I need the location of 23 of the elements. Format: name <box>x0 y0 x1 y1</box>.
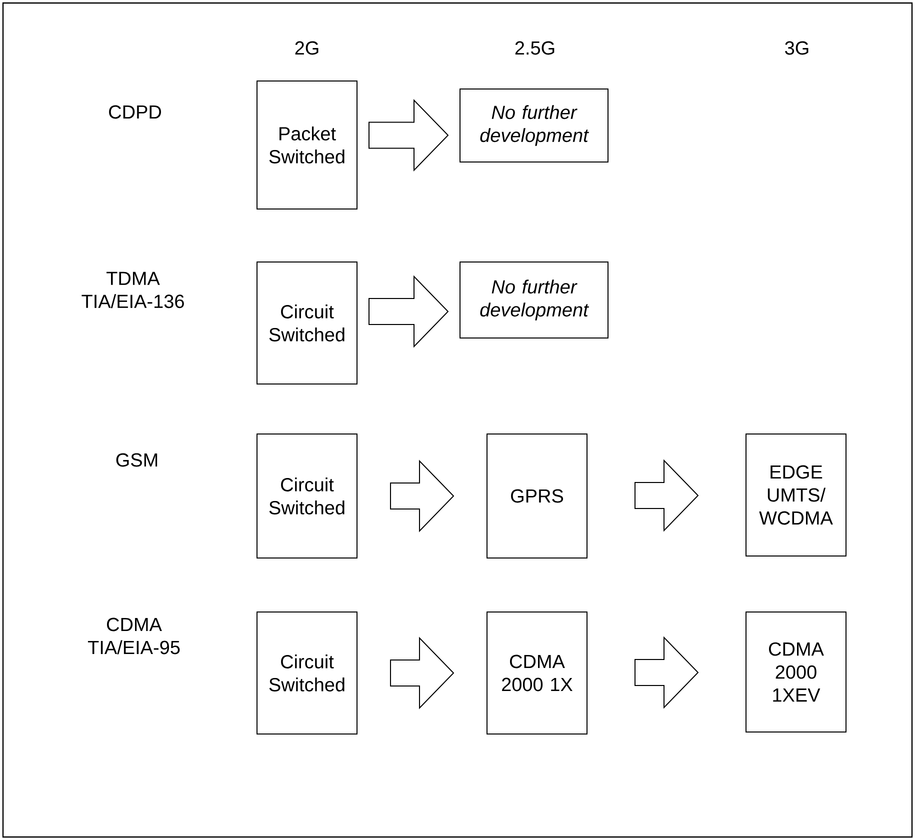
box: Circuit Switched <box>256 433 358 558</box>
column-header: 2.5G <box>515 41 554 55</box>
box: CDMA 2000 1XEV <box>746 611 846 732</box>
box: No further development <box>460 261 608 338</box>
column-header: 3G <box>785 41 808 55</box>
block-arrow <box>634 459 699 532</box>
box: Circuit Switched <box>256 261 358 384</box>
box: CDMA 2000 1X <box>486 611 588 734</box>
block-arrow <box>390 460 454 532</box>
box: GPRS <box>486 433 588 558</box>
row-label: CDPD <box>109 105 161 119</box>
block-arrow <box>390 636 454 710</box>
column-header: 2G <box>295 41 318 55</box>
block-arrow <box>634 636 699 709</box>
box: Packet Switched <box>256 80 358 210</box>
block-arrow <box>368 275 449 348</box>
row-label: GSM <box>116 453 158 467</box>
block-arrow <box>368 99 449 172</box>
box: No further development <box>460 88 608 162</box>
row-label: CDMA TIA/EIA-95 <box>88 618 180 654</box>
row-label: TDMA TIA/EIA-136 <box>82 272 184 308</box>
box: EDGE UMTS/ WCDMA <box>746 433 846 556</box>
box: Circuit Switched <box>256 611 358 734</box>
